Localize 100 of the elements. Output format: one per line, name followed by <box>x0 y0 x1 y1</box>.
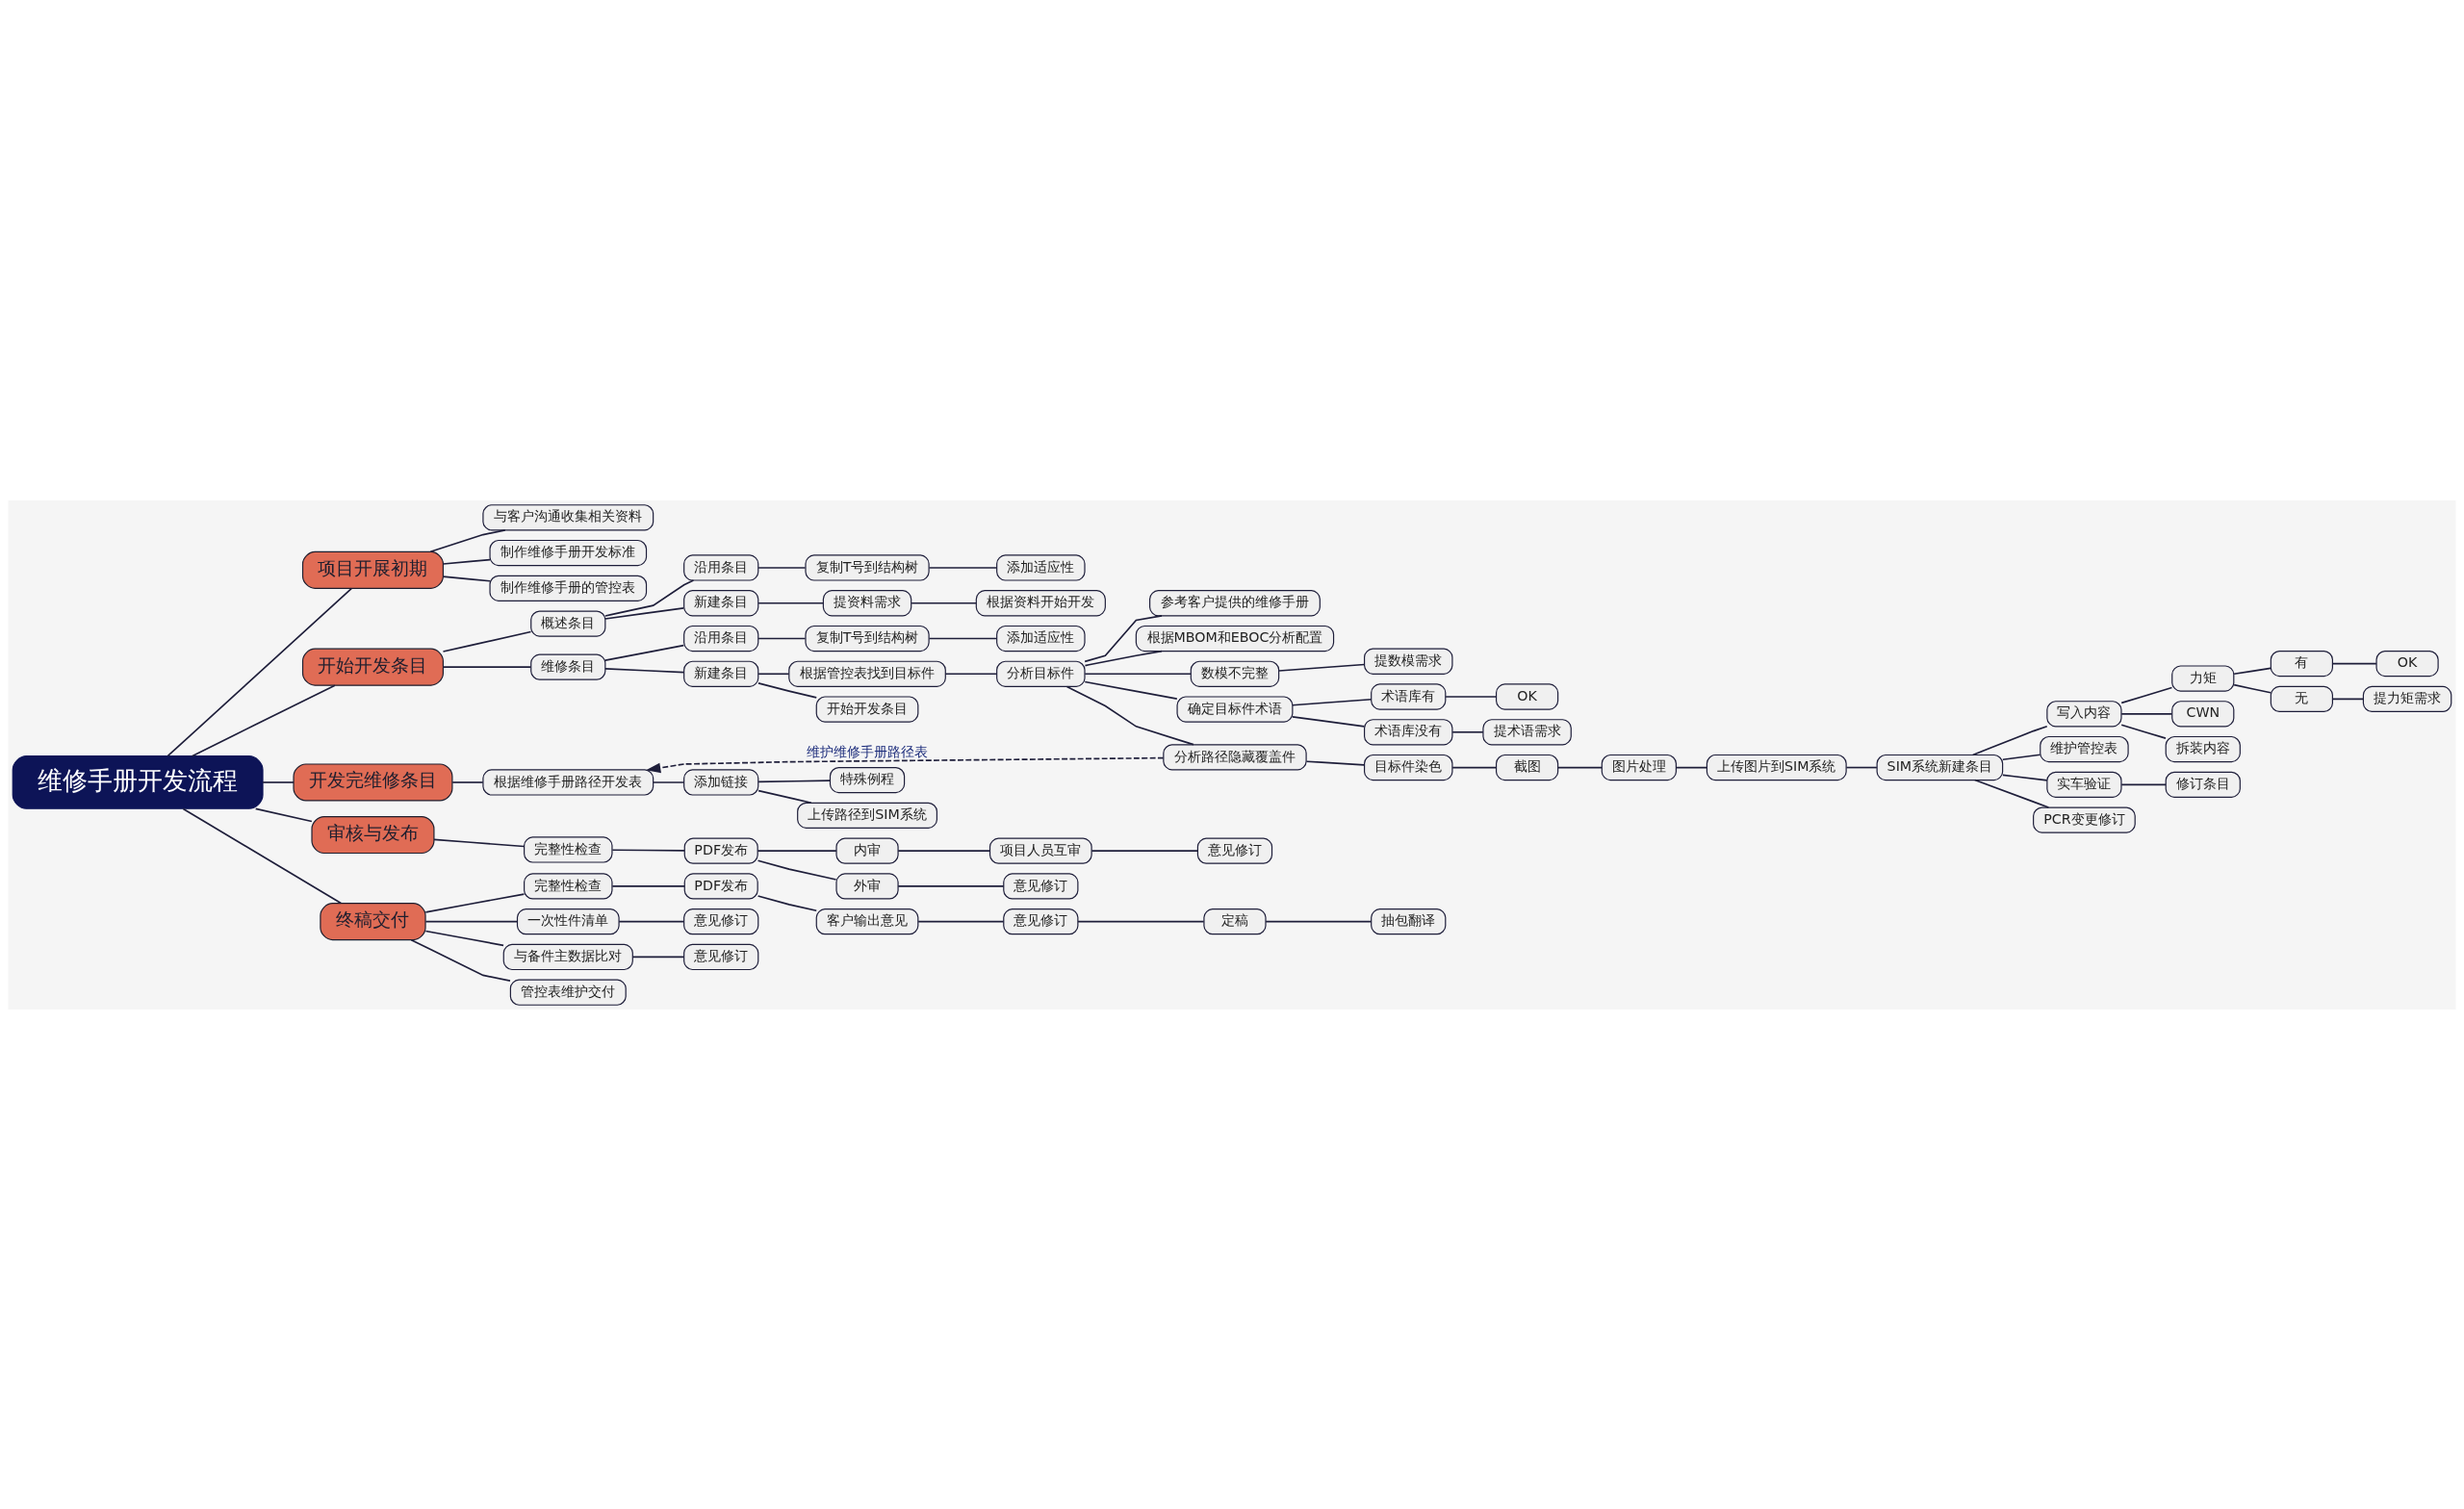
node-box: 项目人员互审 <box>988 837 1092 864</box>
node-box: 一次性件清单 <box>516 908 620 934</box>
connector <box>1278 663 1366 672</box>
connector <box>442 558 491 565</box>
node-box: 开始开发条目 <box>301 648 444 686</box>
node-box: 无 <box>2270 685 2333 712</box>
node-box: 提力矩需求 <box>2362 685 2452 712</box>
connector <box>604 578 695 617</box>
connector <box>757 779 831 782</box>
node-box: 根据MBOM和EBOC分析配置 <box>1135 625 1335 652</box>
node-box: 复制T号到结构树 <box>805 625 930 652</box>
connector <box>2120 712 2173 715</box>
connector <box>1971 725 2048 755</box>
connector <box>2120 783 2167 785</box>
node-box: 项目开展初期 <box>301 550 444 589</box>
connector <box>631 956 685 958</box>
connector <box>2002 753 2041 760</box>
node-box: 意见修订 <box>1003 908 1079 934</box>
connector <box>442 630 532 652</box>
connector <box>424 930 504 946</box>
node-box: 特殊例程 <box>829 766 906 793</box>
connector <box>757 894 818 911</box>
connector <box>757 789 812 804</box>
connector <box>757 849 837 852</box>
node-box: 外审 <box>835 872 899 900</box>
connector <box>611 848 685 852</box>
node-box: 开发完维修条目 <box>293 762 453 802</box>
node-box: 提资料需求 <box>822 589 912 616</box>
node-box: 目标件染色 <box>1364 754 1453 780</box>
node-box: 上传路径到SIM系统 <box>797 802 937 829</box>
connector <box>1084 614 1163 662</box>
node-box: 写入内容 <box>2046 700 2122 727</box>
connector <box>167 587 353 756</box>
connector <box>757 672 790 675</box>
node-box: 根据资料开始开发 <box>975 589 1106 616</box>
node-box: 与备件主数据比对 <box>502 943 633 970</box>
node-box: 根据管控表找到目标件 <box>788 660 946 687</box>
node-box: 定稿 <box>1203 908 1267 934</box>
connector <box>2233 683 2272 694</box>
connector <box>757 858 837 881</box>
node-box: 沿用条目 <box>683 553 759 581</box>
node-box: 复制T号到结构树 <box>805 553 930 581</box>
node-box: 完整性检查 <box>524 872 613 900</box>
node-box: 抽包翻译 <box>1371 908 1447 934</box>
connector <box>944 672 998 675</box>
node-box: 终稿交付 <box>320 902 426 940</box>
node-box: 数模不完整 <box>1190 660 1280 687</box>
node-box: OK <box>1496 682 1559 710</box>
connector <box>757 601 825 604</box>
connector <box>604 644 685 661</box>
node-box: 完整性检查 <box>524 835 613 863</box>
node-box: 与客户沟通收集相关资料 <box>482 503 654 530</box>
node-box: 维修条目 <box>530 653 606 680</box>
node-box: 添加链接 <box>683 768 759 796</box>
node-box: 截图 <box>1496 754 1559 780</box>
connector <box>1445 695 1498 698</box>
node-box: 术语库没有 <box>1364 718 1453 745</box>
connector <box>2120 723 2167 739</box>
node-box: 提数模需求 <box>1364 648 1453 675</box>
connector <box>604 606 685 620</box>
node-box: 客户输出意见 <box>815 908 919 934</box>
connector <box>1084 672 1193 675</box>
node-box: 上传图片到SIM系统 <box>1706 754 1847 780</box>
connector <box>2331 698 2365 700</box>
node-box: 参考客户提供的维修手册 <box>1149 589 1321 616</box>
connector <box>604 667 685 673</box>
edge-label: 维护维修手册路径表 <box>807 743 929 759</box>
connector <box>653 780 685 783</box>
node-box: 确定目标件术语 <box>1176 695 1294 723</box>
connector <box>424 920 519 922</box>
node-box: 添加适应性 <box>996 553 1086 581</box>
node-box: 力矩 <box>2171 664 2235 692</box>
connector <box>442 665 532 668</box>
node-box: 根据维修手册路径开发表 <box>482 768 654 796</box>
connector <box>618 920 685 922</box>
connector <box>611 884 685 887</box>
connector <box>757 566 807 569</box>
connector <box>1557 766 1603 768</box>
node-box: OK <box>2375 650 2439 677</box>
connector <box>928 637 998 639</box>
connector <box>254 807 313 822</box>
connector <box>1091 849 1199 852</box>
node-box: 添加适应性 <box>996 625 1086 652</box>
node-box: PDF发布 <box>683 872 758 900</box>
node-box: 意见修订 <box>1003 872 1079 900</box>
connector <box>1292 715 1366 728</box>
connector <box>2331 662 2377 664</box>
arrow <box>646 756 1165 773</box>
node-box: 维护管控表 <box>2040 735 2129 762</box>
connector <box>1973 779 2050 808</box>
connector <box>442 575 491 582</box>
node-box: 沿用条目 <box>683 625 759 652</box>
node-box: 制作维修手册的管控表 <box>489 575 648 601</box>
connector <box>1265 920 1373 922</box>
connector <box>2233 667 2272 675</box>
connector <box>429 528 506 552</box>
connector <box>1451 730 1484 733</box>
node-box: 图片处理 <box>1601 754 1677 780</box>
connector <box>262 780 295 783</box>
node-box: 审核与发布 <box>311 815 435 854</box>
